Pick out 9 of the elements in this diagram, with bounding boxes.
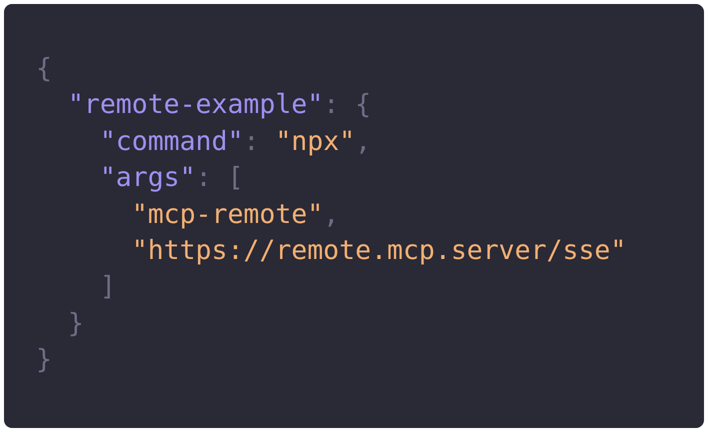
code-line: ] (98, 270, 116, 304)
code-line: } (36, 343, 52, 378)
code-line: "remote-example": { (66, 88, 372, 122)
code-line: { (36, 52, 52, 86)
code-line: } (66, 306, 84, 341)
code-line: "mcp-remote", (130, 198, 340, 232)
code-line: "https://remote.mcp.server/sse" (130, 234, 626, 268)
code-line: "command": "npx", (98, 124, 372, 159)
code-line: "args": [ (98, 161, 244, 196)
